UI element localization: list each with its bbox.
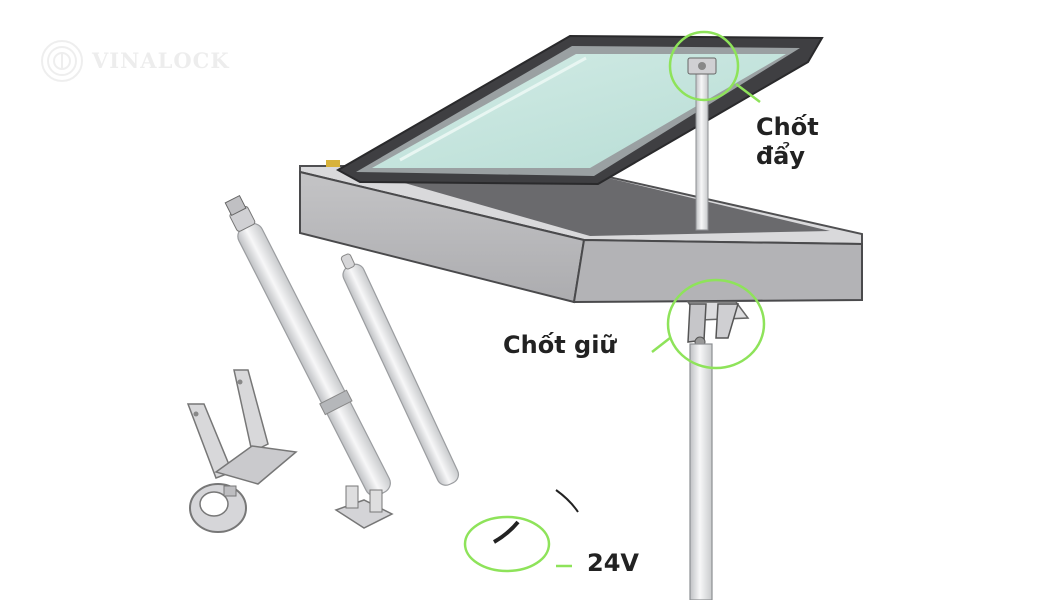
watermark-text: VINALOCK <box>92 48 230 73</box>
actuator2-cable <box>555 489 579 513</box>
actuator2-tip <box>340 253 355 270</box>
holding-pin-label: Chốt giữ <box>503 331 617 359</box>
glass-reflection <box>399 56 587 162</box>
actuator1-mount <box>224 194 247 217</box>
fingerprint-logo-icon <box>41 40 83 82</box>
leader-holding-pin <box>651 337 671 353</box>
clamp-ring-screw <box>223 485 237 497</box>
vinalock-watermark: VINALOCK <box>40 38 230 84</box>
clevis-mount <box>334 485 394 529</box>
holding-assembly <box>686 301 750 600</box>
curb-opening <box>380 176 830 236</box>
push-rod-pin <box>698 62 706 70</box>
skylight-curb <box>299 160 863 304</box>
glass-pane <box>372 54 786 168</box>
clevis-base <box>334 499 394 529</box>
u-bracket-hole-2 <box>193 411 199 417</box>
leader-push-pin <box>735 83 761 103</box>
clevis-right-ear <box>369 489 383 513</box>
holding-bracket-right <box>715 303 740 339</box>
clamp-ring <box>189 483 247 533</box>
highlight-holding-pin-circle <box>666 278 766 370</box>
actuator1-collar <box>319 389 353 416</box>
highlight-push-pin-circle <box>668 30 740 102</box>
push-pin-label-line2: đẩy <box>756 142 806 171</box>
voltage-label: 24V <box>587 549 639 577</box>
window-sash <box>335 34 824 186</box>
highlight-callouts <box>463 30 766 573</box>
actuator-vertical-tube <box>689 343 713 600</box>
push-rod-shaft <box>695 71 709 231</box>
holding-bracket-left <box>687 303 707 343</box>
highlight-voltage-circle <box>463 515 551 573</box>
u-bracket-base <box>214 445 298 485</box>
u-bracket-hole <box>237 379 243 385</box>
u-bracket <box>186 369 298 485</box>
actuator-loose-2 <box>340 253 460 486</box>
clamp-ring-inner <box>199 491 229 517</box>
actuator1-cable <box>492 520 520 544</box>
clevis-left-ear <box>345 485 359 509</box>
push-rod <box>687 57 717 231</box>
hinge-marker <box>326 160 340 167</box>
curb-right-face <box>572 238 863 304</box>
push-pin-label: Chốt đẩy <box>756 113 819 172</box>
push-pin-label-line1: Chốt <box>756 113 819 141</box>
u-bracket-right-arm <box>233 369 269 454</box>
